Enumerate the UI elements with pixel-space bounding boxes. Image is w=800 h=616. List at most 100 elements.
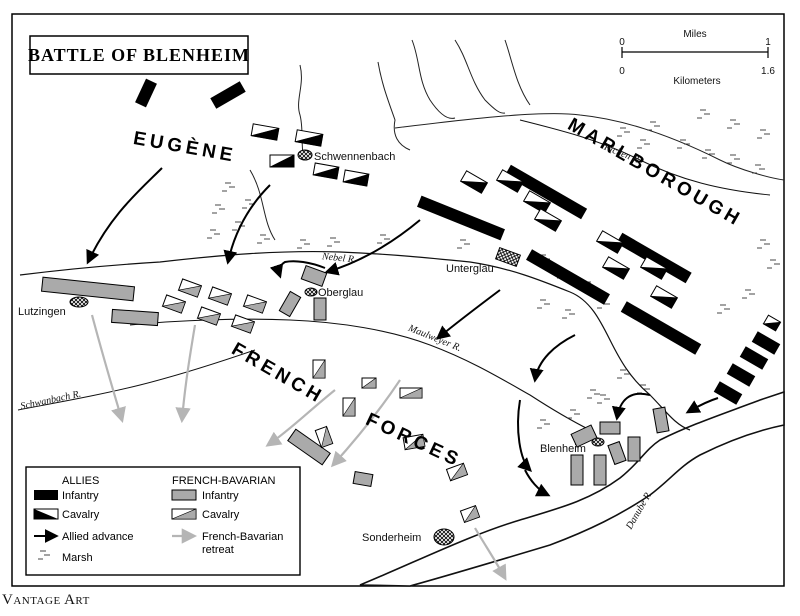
allied-cavalry-unit bbox=[595, 230, 625, 254]
allied-advance-arrow bbox=[435, 289, 501, 340]
french-cavalry-unit bbox=[459, 504, 481, 524]
marsh-areas bbox=[207, 109, 780, 429]
allied-advance-arrow bbox=[524, 469, 551, 497]
hill-line bbox=[377, 61, 411, 151]
french-cavalry-unit bbox=[196, 306, 222, 326]
french-cavalry bbox=[161, 278, 481, 524]
maulweyer-river bbox=[129, 318, 591, 431]
label-unterglau: Unterglau bbox=[446, 263, 494, 275]
hill-line bbox=[298, 64, 306, 161]
legend-allied-cavalry-swatch bbox=[33, 508, 59, 520]
retreat-arrow bbox=[474, 527, 507, 581]
retreat-arrow bbox=[265, 389, 336, 447]
title-box bbox=[29, 35, 249, 75]
french-cavalry-unit bbox=[230, 314, 256, 334]
schwanbach-river bbox=[17, 349, 256, 411]
french-infantry bbox=[40, 265, 670, 488]
allied-infantry-unit bbox=[620, 301, 702, 355]
french-infantry-unit bbox=[570, 454, 584, 486]
allied-cavalry-unit bbox=[294, 129, 324, 147]
scale-miles-start: 0 bbox=[619, 37, 625, 48]
label-oberglau: Oberglau bbox=[318, 287, 363, 299]
french-infantry-unit bbox=[300, 265, 328, 287]
french-cavalry-unit bbox=[342, 397, 356, 417]
retreat-arrow bbox=[175, 324, 197, 424]
label-blenheim: Blenheim bbox=[540, 443, 586, 455]
allied-advance-arrows bbox=[86, 167, 719, 497]
legend-marsh: Marsh bbox=[62, 552, 93, 564]
legend-retreat-line1: French-Bavarian bbox=[202, 531, 283, 543]
allied-advance-arrow bbox=[324, 219, 421, 276]
french-cavalry-unit bbox=[361, 377, 377, 389]
french-cavalry-unit bbox=[177, 278, 203, 298]
scale-unit-miles: Miles bbox=[683, 29, 706, 40]
allied-cavalry-unit bbox=[269, 154, 295, 168]
french-infantry-unit bbox=[111, 308, 159, 327]
richen-river bbox=[519, 119, 771, 196]
legend-allied-infantry-swatch bbox=[34, 490, 58, 500]
french-cavalry-unit bbox=[399, 387, 423, 399]
village-oberglau bbox=[304, 287, 318, 297]
legend-marsh-swatch bbox=[38, 550, 50, 560]
allied-infantry bbox=[135, 78, 781, 405]
legend-box bbox=[25, 466, 301, 576]
allied-infantry-unit bbox=[739, 346, 769, 370]
allied-cavalry-unit bbox=[639, 256, 669, 280]
village-sonderheim bbox=[433, 528, 455, 546]
legend-retreat-line2: retreat bbox=[202, 544, 234, 556]
village-lutzingen bbox=[69, 296, 89, 308]
allied-advance-arrow bbox=[529, 334, 576, 383]
label-schwennenbach: Schwennenbach bbox=[314, 151, 395, 163]
allied-infantry-unit bbox=[713, 381, 743, 405]
ridge-line bbox=[394, 113, 785, 181]
legend-french-infantry-swatch bbox=[171, 489, 197, 501]
allied-infantry-unit bbox=[526, 249, 610, 305]
allied-cavalry-unit bbox=[250, 123, 280, 141]
scale-miles-end: 1 bbox=[765, 37, 771, 48]
french-infantry-unit bbox=[287, 428, 331, 466]
french-retreat-arrows bbox=[90, 314, 507, 581]
french-infantry-unit bbox=[652, 406, 670, 434]
retreat-arrow bbox=[330, 379, 401, 468]
hill-line bbox=[454, 39, 506, 114]
allied-infantry-unit bbox=[751, 331, 781, 355]
label-nebel-river: Nebel R. bbox=[320, 251, 356, 266]
legend-allied-advance: Allied advance bbox=[62, 531, 134, 543]
scale-unit-km: Kilometers bbox=[673, 76, 720, 87]
legend-allies-header: ALLIES bbox=[62, 475, 99, 487]
french-infantry-unit bbox=[278, 290, 302, 318]
nebel-river bbox=[19, 250, 691, 431]
allied-cavalry-unit bbox=[342, 169, 370, 187]
allied-infantry-unit bbox=[417, 195, 505, 241]
legend: ALLIES FRENCH-BAVARIAN Infantry Cavalry … bbox=[25, 466, 301, 576]
allied-infantry-unit bbox=[504, 164, 588, 220]
scale-km-end: 1.6 bbox=[761, 66, 775, 77]
credit-line: Vantage Art bbox=[2, 592, 90, 608]
hill-line bbox=[504, 39, 531, 106]
map-title: BATTLE OF BLENHEIM bbox=[28, 45, 250, 65]
label-sonderheim: Sonderheim bbox=[362, 532, 421, 544]
hill-line bbox=[249, 169, 276, 241]
allied-advance-arrow bbox=[86, 167, 163, 265]
french-cavalry-unit bbox=[312, 359, 326, 379]
allied-cavalry-unit bbox=[601, 256, 631, 280]
village-schwennenbach bbox=[297, 149, 313, 161]
allied-cavalry-unit bbox=[762, 314, 782, 332]
allied-infantry-unit bbox=[616, 232, 692, 284]
allied-cavalry-unit bbox=[533, 208, 563, 232]
allied-cavalry-unit bbox=[312, 162, 340, 180]
french-cavalry-unit bbox=[207, 286, 233, 306]
legend-french-header: FRENCH-BAVARIAN bbox=[172, 475, 276, 487]
allied-infantry-unit bbox=[726, 363, 756, 387]
danube-river bbox=[359, 390, 785, 587]
village-blenheim bbox=[591, 437, 605, 447]
french-infantry-unit bbox=[352, 470, 374, 488]
french-infantry-unit bbox=[40, 276, 136, 302]
label-lutzingen: Lutzingen bbox=[18, 306, 66, 318]
scale-bar: Miles 0 1 0 1.6 Kilometers bbox=[619, 29, 775, 87]
french-infantry-unit bbox=[627, 436, 641, 462]
french-infantry-unit bbox=[593, 454, 607, 486]
hill-line bbox=[411, 39, 456, 119]
french-cavalry-unit bbox=[242, 294, 268, 314]
